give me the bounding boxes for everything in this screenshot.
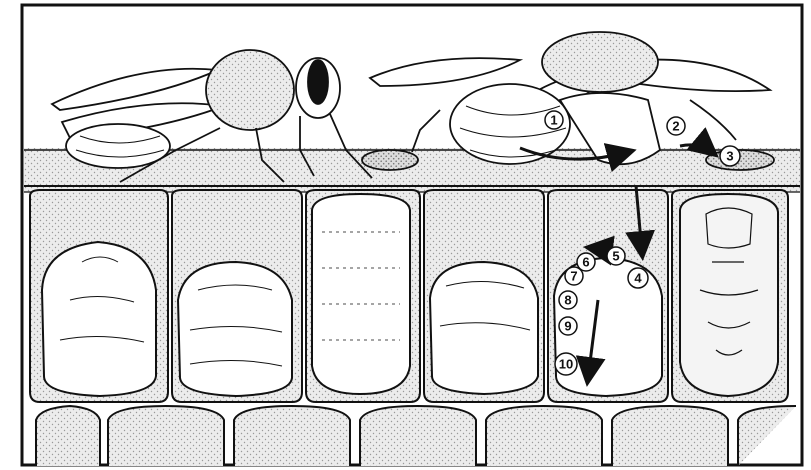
svg-text:1: 1 <box>550 113 557 128</box>
svg-text:5: 5 <box>612 249 619 264</box>
step-1-marker: 1 <box>545 111 563 129</box>
svg-text:10: 10 <box>559 357 573 372</box>
step-8-marker: 8 <box>559 291 577 309</box>
svg-text:4: 4 <box>634 271 642 286</box>
bee-thorax <box>542 32 658 92</box>
step-2-marker: 2 <box>667 117 685 135</box>
svg-text:2: 2 <box>672 119 679 134</box>
step-9-marker: 9 <box>559 317 577 335</box>
svg-text:9: 9 <box>564 319 571 334</box>
prepupa <box>312 194 410 394</box>
svg-text:7: 7 <box>570 269 577 284</box>
step-10-marker: 10 <box>555 353 577 375</box>
bee-eye <box>308 60 328 104</box>
svg-text:8: 8 <box>564 293 571 308</box>
step-4-marker: 4 <box>628 268 648 288</box>
bee-thorax <box>206 50 294 130</box>
lower-cell-row <box>36 406 796 466</box>
step-7-marker: 7 <box>565 267 583 285</box>
step-5-marker: 5 <box>607 247 625 265</box>
bee-mouthpart <box>362 150 418 170</box>
svg-text:6: 6 <box>582 255 589 270</box>
svg-text:3: 3 <box>726 149 733 164</box>
step-3-marker: 3 <box>720 146 740 166</box>
arrow-to-step-6 <box>592 248 608 250</box>
larva <box>42 242 156 396</box>
